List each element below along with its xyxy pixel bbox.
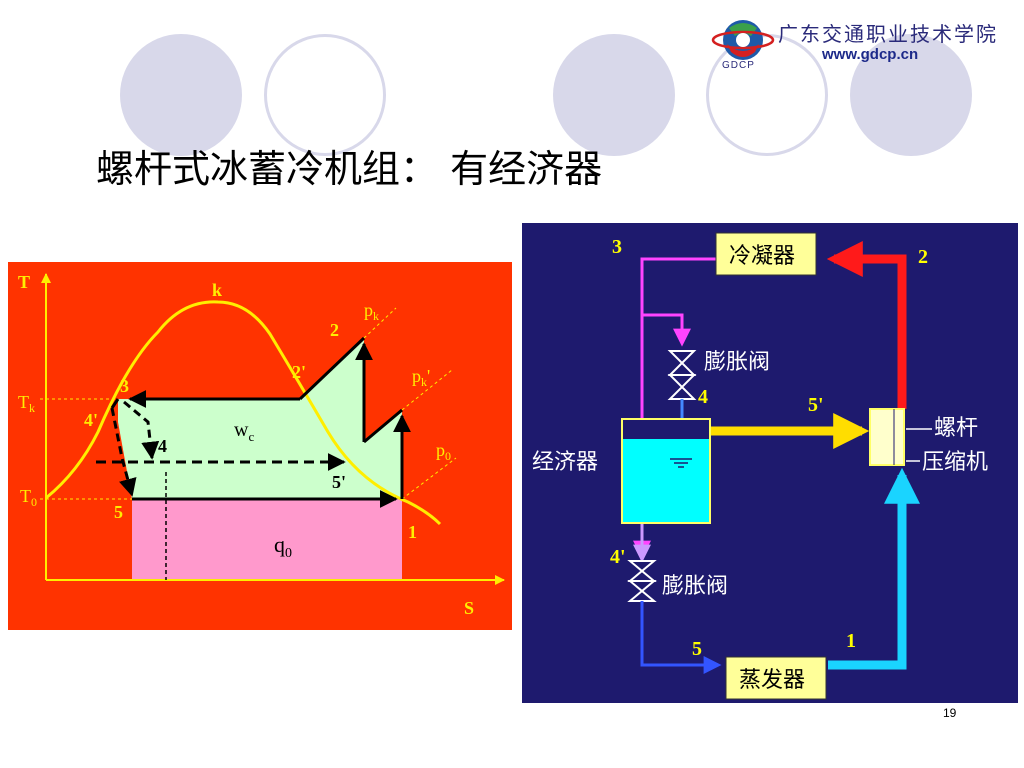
line-5 <box>640 601 722 674</box>
compressor-label-line2: 压缩机 <box>922 450 988 475</box>
state-4-label: 4 <box>698 386 708 408</box>
pk-prime-label: pk' <box>412 366 430 389</box>
slide-title: 螺杆式冰蓄冷机组： 有经济器 <box>96 147 603 191</box>
evaporator-label: 蒸发器 <box>739 668 805 693</box>
t0-label: T0 <box>20 486 37 509</box>
saturation-dome <box>45 300 442 526</box>
expansion-valve-top-label: 膨胀阀 <box>704 350 770 375</box>
line-3-to-4p <box>110 398 120 409</box>
economizer-liquid <box>623 439 709 522</box>
s-axis-label: S <box>464 598 474 618</box>
point-2-label: 2 <box>330 320 339 340</box>
expansion-valve-top <box>667 350 697 400</box>
logo-abbreviation: GDCP <box>722 60 755 71</box>
school-url: www.gdcp.cn <box>822 46 919 63</box>
line-3-to-4 <box>123 400 160 460</box>
state-4p-label: 4' <box>610 546 626 568</box>
decorative-ring <box>264 34 386 156</box>
cycle-diagram: 冷凝器 膨胀阀 经济器 膨胀阀 螺杆 压缩机 蒸发器 3 2 4 5' 4' 5… <box>522 223 1018 703</box>
suction-pipe <box>828 467 920 670</box>
point-2p-label: 2' <box>292 362 306 382</box>
isobar-p0-line <box>401 457 457 500</box>
page-number: 19 <box>943 706 957 720</box>
liquid-branch-line <box>642 313 691 347</box>
line-4p-to-5 <box>110 407 137 497</box>
tk-label: Tk <box>18 392 35 415</box>
cycle-background <box>522 223 1018 703</box>
point-1-label: 1 <box>408 522 417 542</box>
pk-label: pk <box>364 300 379 323</box>
evaporator-box <box>725 656 827 700</box>
wc-label: wc <box>234 419 254 444</box>
decorative-circle <box>553 34 675 156</box>
compressor-label-line1: 螺杆 <box>934 416 978 441</box>
ts-diagram: T S k Tk T0 pk pk' p0 wc q0 2 2' 3 4' 4 … <box>8 262 512 630</box>
isobar-pk-line <box>363 307 397 339</box>
condenser-box <box>715 232 817 276</box>
state-3-label: 3 <box>612 236 622 258</box>
condenser-label: 冷凝器 <box>729 244 795 269</box>
school-name: 广东交通职业技术学院 <box>778 22 998 46</box>
state-1-label: 1 <box>846 630 856 652</box>
critical-point-label: k <box>212 280 222 300</box>
point-5p-label: 5' <box>332 472 346 492</box>
point-3-label: 3 <box>120 376 129 396</box>
line-2p-to-2 <box>298 336 366 401</box>
point-5-label: 5 <box>114 502 123 522</box>
expansion-valve-bottom <box>627 560 657 602</box>
expansion-valve-bottom-label: 膨胀阀 <box>662 574 728 599</box>
state-5-label: 5 <box>692 638 702 660</box>
state-5p-label: 5' <box>808 394 824 416</box>
school-logo <box>711 20 775 60</box>
decorative-circle <box>850 34 972 156</box>
isobar-pk2-line <box>401 369 453 411</box>
point-4-label: 4 <box>158 436 167 456</box>
p0-label: p0 <box>436 440 451 463</box>
heat-absorbed-area <box>132 499 402 579</box>
discharge-pipe <box>826 241 907 409</box>
point-4p-label: 4' <box>84 410 98 430</box>
t-axis-label: T <box>18 272 30 292</box>
q0-label: q0 <box>274 532 292 561</box>
decorative-circle <box>120 34 242 156</box>
economizer-label: 经济器 <box>532 450 598 475</box>
state-2-label: 2 <box>918 246 928 268</box>
screw-compressor <box>869 408 905 466</box>
